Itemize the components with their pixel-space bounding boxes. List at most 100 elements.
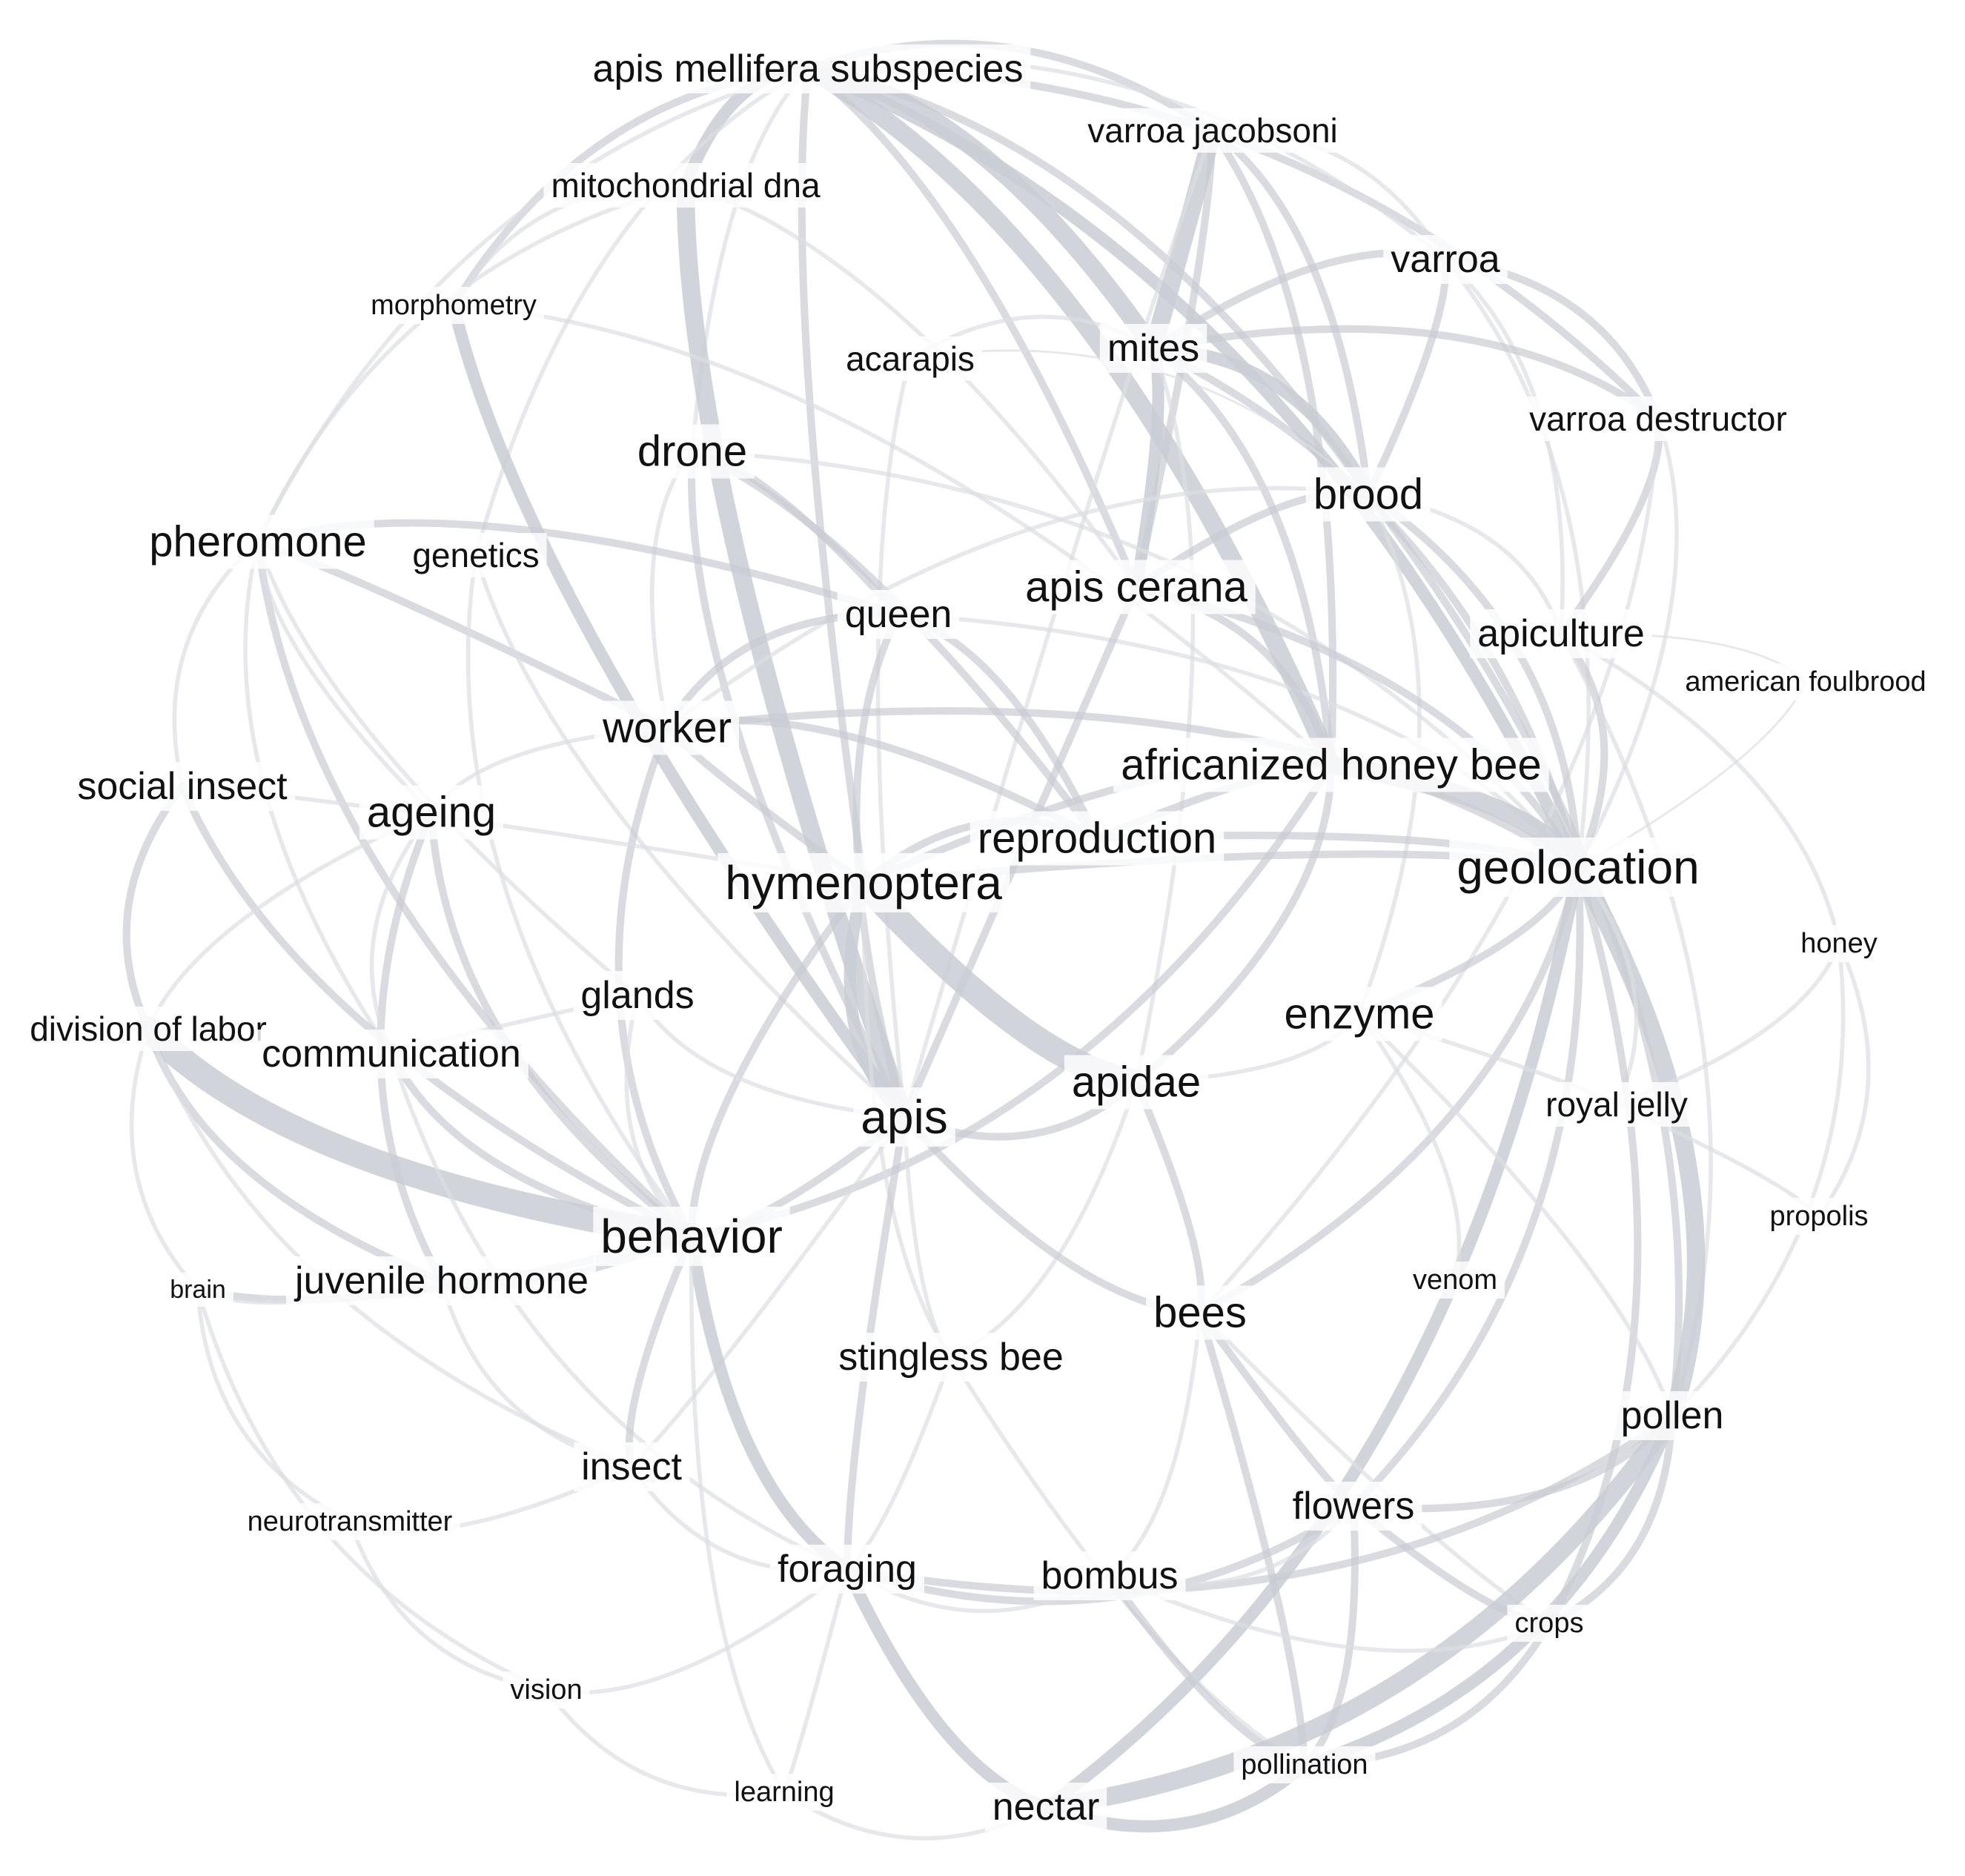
node-varroa-destructor[interactable]: varroa destructor	[1522, 397, 1795, 441]
node-apis-mellifera-subspecies[interactable]: apis mellifera subspecies	[585, 44, 1031, 93]
node-varroa-jacobsoni-label: varroa jacobsoni	[1087, 111, 1338, 150]
node-crops[interactable]: crops	[1507, 1605, 1591, 1642]
node-pheromone-background	[142, 514, 374, 569]
node-behavior[interactable]: behavior	[593, 1207, 790, 1266]
node-american-foulbrood[interactable]: american foulbrood	[1677, 663, 1934, 700]
edge-africanized-honey-bee-behavior	[687, 760, 1336, 1241]
node-vision[interactable]: vision	[503, 1671, 590, 1708]
edge-social-insect-division-of-labor	[122, 782, 187, 1033]
node-brood[interactable]: brood	[1305, 467, 1431, 522]
node-foraging[interactable]: foraging	[770, 1545, 924, 1594]
edge-varroa-geolocation	[1443, 257, 1591, 869]
node-ageing-label: ageing	[367, 789, 496, 837]
node-bombus-background	[1033, 1551, 1186, 1600]
node-reproduction-background	[970, 811, 1225, 866]
node-neurotransmitter[interactable]: neurotransmitter	[239, 1503, 460, 1540]
node-insect[interactable]: insect	[574, 1442, 690, 1491]
node-pheromone-label: pheromone	[149, 518, 366, 566]
node-communication[interactable]: communication	[254, 1030, 528, 1078]
node-brood-label: brood	[1313, 471, 1423, 519]
node-juvenile-hormone[interactable]: juvenile hormone	[286, 1256, 596, 1305]
node-morphometry[interactable]: morphometry	[363, 287, 544, 324]
node-bees[interactable]: bees	[1146, 1285, 1254, 1340]
node-genetics[interactable]: genetics	[405, 533, 547, 577]
node-apis-cerana[interactable]: apis cerana	[1018, 560, 1256, 614]
node-drone[interactable]: drone	[629, 424, 755, 479]
node-royal-jelly[interactable]: royal jelly	[1538, 1082, 1695, 1127]
node-mitochondrial-dna[interactable]: mitochondrial dna	[543, 163, 828, 208]
node-brain[interactable]: brain	[162, 1273, 233, 1307]
node-honey[interactable]: honey	[1793, 925, 1885, 962]
edge-honey-pollen	[1670, 941, 1846, 1418]
node-brood-background	[1305, 467, 1431, 522]
edge-varroa-brood	[1364, 255, 1450, 499]
node-bombus[interactable]: bombus	[1033, 1551, 1186, 1600]
node-apis-cerana-label: apis cerana	[1025, 563, 1248, 611]
node-pheromone[interactable]: pheromone	[142, 514, 374, 569]
node-enzyme[interactable]: enzyme	[1276, 987, 1442, 1041]
edge-africanized-honey-bee-apidae	[1132, 760, 1336, 1087]
node-mites-background	[1099, 324, 1207, 373]
node-venom[interactable]: venom	[1405, 1262, 1505, 1299]
edge-apidae-bees	[1132, 1078, 1205, 1317]
node-american-foulbrood-label: american foulbrood	[1685, 666, 1926, 697]
edge-apis-cerana-apis	[900, 583, 1141, 1121]
node-africanized-honey-bee[interactable]: africanized honey bee	[1113, 738, 1549, 792]
node-pollen[interactable]: pollen	[1613, 1391, 1732, 1440]
edge-brain-neurotransmitter	[196, 1287, 352, 1524]
node-juvenile-hormone-background	[286, 1256, 596, 1305]
node-geolocation[interactable]: geolocation	[1449, 838, 1707, 897]
edge-bees-bombus	[1107, 1310, 1202, 1578]
edge-foraging-nectar	[841, 1562, 1053, 1814]
node-pollination-label: pollination	[1241, 1749, 1368, 1780]
edge-enzyme-venom	[1357, 1012, 1462, 1282]
node-drone-label: drone	[637, 428, 747, 476]
node-pollination-background	[1233, 1746, 1376, 1783]
node-glands[interactable]: glands	[573, 971, 702, 1020]
node-hymenoptera-background	[718, 853, 1010, 912]
node-honey-background	[1793, 925, 1885, 962]
node-drone-background	[629, 424, 755, 479]
node-venom-background	[1405, 1262, 1505, 1299]
node-pollination[interactable]: pollination	[1233, 1746, 1376, 1783]
edge-geolocation-pollen	[1568, 858, 1706, 1425]
edge-mitochondrial-dna-apis-cerana	[683, 183, 1139, 589]
node-apiculture[interactable]: apiculture	[1470, 609, 1652, 658]
node-royal-jelly-label: royal jelly	[1545, 1085, 1688, 1124]
edge-queen-apis	[852, 610, 909, 1121]
node-propolis[interactable]: propolis	[1762, 1198, 1876, 1235]
node-hymenoptera[interactable]: hymenoptera	[718, 853, 1010, 912]
node-worker[interactable]: worker	[594, 700, 739, 755]
edge-worker-geolocation	[663, 707, 1583, 872]
node-reproduction-label: reproduction	[978, 815, 1216, 863]
node-varroa-jacobsoni[interactable]: varroa jacobsoni	[1080, 108, 1345, 153]
node-mites[interactable]: mites	[1099, 324, 1207, 373]
edge-hymenoptera-stingless-bee	[861, 881, 953, 1359]
node-apiculture-background	[1470, 609, 1652, 658]
node-social-insect[interactable]: social insect	[70, 762, 296, 811]
node-flowers[interactable]: flowers	[1285, 1482, 1422, 1531]
node-stingless-bee[interactable]: stingless bee	[831, 1333, 1071, 1382]
node-varroa[interactable]: varroa	[1383, 235, 1508, 284]
node-africanized-honey-bee-label: africanized honey bee	[1121, 741, 1542, 789]
node-learning[interactable]: learning	[726, 1774, 842, 1811]
node-nectar[interactable]: nectar	[984, 1783, 1107, 1832]
node-apis[interactable]: apis	[853, 1087, 955, 1147]
node-stingless-bee-label: stingless bee	[838, 1336, 1064, 1379]
node-queen[interactable]: queen	[837, 590, 960, 639]
node-acarapis[interactable]: acarapis	[838, 337, 982, 381]
edge-division-of-labor-brain	[129, 1027, 200, 1292]
node-apidae[interactable]: apidae	[1064, 1055, 1209, 1110]
node-mitochondrial-dna-background	[543, 163, 828, 208]
node-ageing[interactable]: ageing	[359, 785, 504, 840]
node-reproduction[interactable]: reproduction	[970, 811, 1225, 866]
node-apidae-background	[1064, 1055, 1209, 1110]
node-juvenile-hormone-label: juvenile hormone	[294, 1259, 589, 1302]
node-brain-label: brain	[170, 1276, 226, 1304]
node-apis-mellifera-subspecies-label: apis mellifera subspecies	[593, 47, 1024, 90]
node-morphometry-background	[363, 287, 544, 324]
edge-bees-crops	[1198, 1310, 1551, 1625]
node-vision-label: vision	[510, 1674, 582, 1706]
node-division-of-labor[interactable]: division of labor	[22, 1007, 274, 1051]
